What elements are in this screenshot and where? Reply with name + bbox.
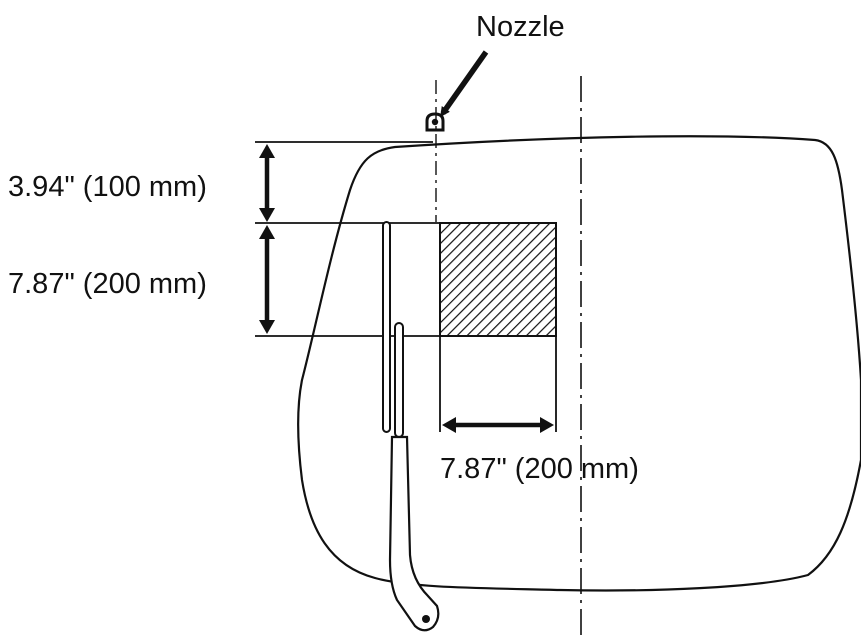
nozzle-label: Nozzle (476, 11, 565, 43)
spray-target-area (439, 222, 557, 337)
wiper-pivot (422, 615, 430, 623)
dimension-label-200mm-horizontal: 7.87" (200 mm) (440, 453, 639, 485)
dimension-label-100mm: 3.94" (100 mm) (8, 171, 207, 203)
dimension-label-200mm-vertical: 7.87" (200 mm) (8, 268, 207, 300)
dimension-arrow-200mm-horizontal (442, 417, 554, 433)
nozzle-icon (425, 112, 445, 132)
dimension-arrow-200mm-vertical (259, 225, 275, 334)
wiper-arm (388, 322, 440, 632)
wiper-blade (382, 221, 391, 433)
dimension-arrow-100mm (259, 144, 275, 222)
windshield-outline (297, 135, 861, 592)
nozzle-leader-arrow (440, 50, 489, 118)
